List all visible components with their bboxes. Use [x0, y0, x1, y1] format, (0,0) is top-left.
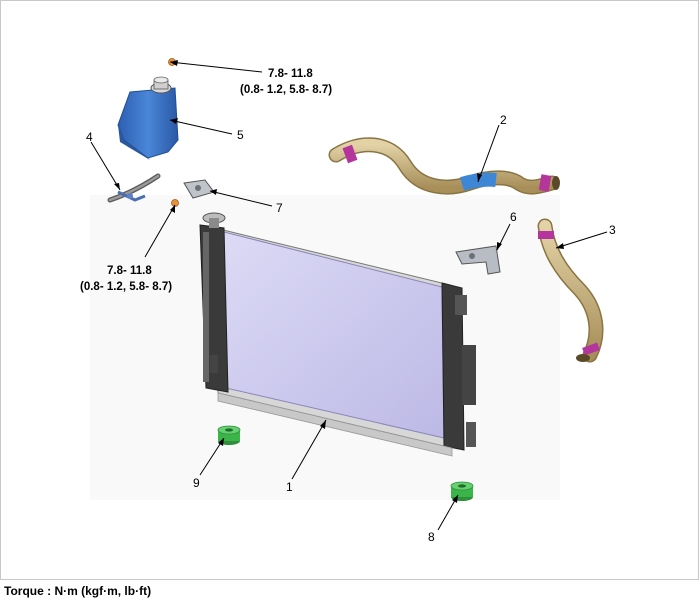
upper-hose-sleeve — [459, 172, 497, 191]
leader-arrowheads — [114, 60, 564, 503]
torque-hose-bolt-value: 7.8- 11.8 — [107, 265, 152, 277]
callout-7: 7 — [276, 201, 283, 215]
callout-5: 5 — [237, 128, 244, 142]
lower-hose — [537, 218, 604, 363]
callout-6: 6 — [510, 210, 517, 224]
callout-3: 3 — [609, 223, 616, 237]
callout-2: 2 — [500, 113, 507, 127]
upper-hose — [328, 137, 560, 195]
torque-cap-bolt-alt-units: (0.8- 1.2, 5.8- 8.7) — [240, 84, 332, 96]
callout-8: 8 — [428, 530, 435, 544]
upper-hose-clamp-right — [538, 174, 552, 192]
callout-9: 9 — [193, 476, 200, 490]
leader-lines — [90, 61, 608, 531]
radiator — [199, 212, 476, 457]
upper-hose-clamp-left — [342, 144, 358, 164]
reservoir-hose — [107, 173, 161, 203]
lower-hose-clamp-bottom — [582, 342, 600, 356]
callout-1: 1 — [286, 480, 293, 494]
side-bracket — [455, 245, 501, 275]
coolant-reservoir — [117, 58, 179, 160]
torque-units-note: Torque : N·m (kgf·m, lb·ft) — [4, 584, 152, 598]
callout-4: 4 — [86, 130, 93, 144]
torque-hose-bolt-alt-units: (0.8- 1.2, 5.8- 8.7) — [80, 281, 172, 293]
radiator-right-tank — [441, 282, 465, 451]
torque-cap-bolt-value: 7.8- 11.8 — [268, 68, 313, 80]
lower-hose-clamp-top — [538, 231, 554, 239]
